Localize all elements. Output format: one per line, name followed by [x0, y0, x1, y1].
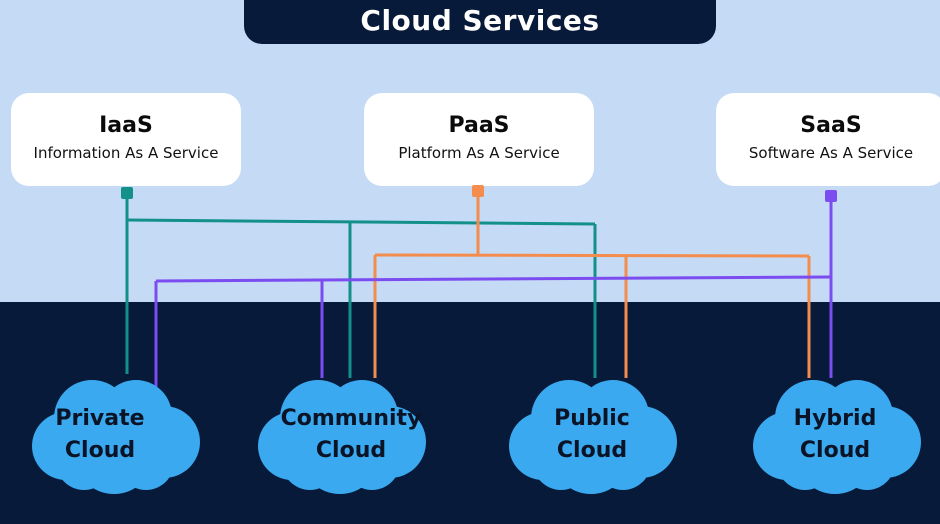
service-abbr-iaas: IaaS: [99, 113, 153, 138]
cloud-hybrid-line2: Cloud: [799, 438, 871, 463]
cloud-hybrid-line1: Hybrid: [793, 406, 877, 431]
iaas-connections: [125, 194, 597, 378]
paas-connections: [373, 192, 811, 378]
service-abbr-paas: PaaS: [448, 113, 510, 138]
title-banner: Cloud Services: [244, 0, 716, 44]
cloud-label-private: Private Cloud: [10, 403, 190, 467]
paas-port: [472, 185, 484, 197]
cloud-community-line2: Cloud: [315, 438, 387, 463]
service-box-saas: SaaS Software As A Service: [716, 93, 940, 186]
cloud-label-public: Public Cloud: [502, 403, 682, 467]
saas-connections: [154, 198, 833, 398]
service-name-iaas: Information As A Service: [33, 144, 219, 162]
service-name-paas: Platform As A Service: [398, 144, 560, 162]
cloud-label-community: Community Cloud: [261, 403, 441, 467]
service-abbr-saas: SaaS: [800, 113, 862, 138]
page-title: Cloud Services: [360, 3, 600, 37]
paas-trunk: [374, 253, 810, 258]
cloud-public-line2: Cloud: [556, 438, 628, 463]
service-box-iaas: IaaS Information As A Service: [11, 93, 241, 186]
cloud-private-line2: Cloud: [64, 438, 136, 463]
iaas-port: [121, 187, 133, 199]
cloud-public-line1: Public: [554, 406, 630, 431]
saas-trunk: [155, 275, 832, 283]
iaas-trunk: [126, 218, 596, 226]
cloud-community-line1: Community: [280, 406, 422, 431]
service-box-paas: PaaS Platform As A Service: [364, 93, 594, 186]
cloud-label-hybrid: Hybrid Cloud: [745, 403, 925, 467]
service-name-saas: Software As A Service: [748, 144, 914, 162]
saas-port: [825, 190, 837, 202]
cloud-private-line1: Private: [55, 406, 145, 431]
